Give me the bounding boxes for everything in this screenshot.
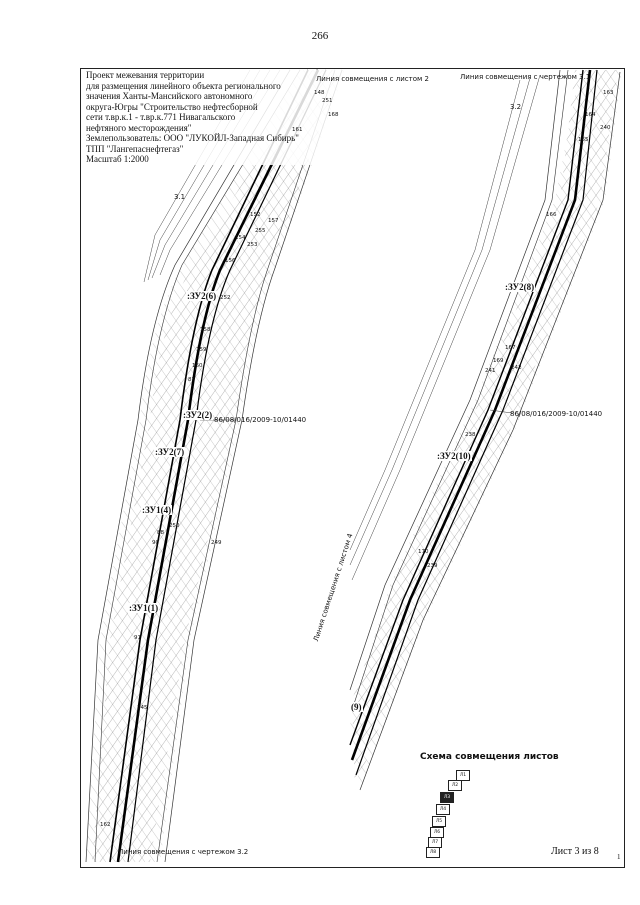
cadastral-number-left: 86/08/016/2009-10/01440: [214, 416, 307, 424]
point-number: 159: [196, 347, 207, 353]
scheme-sheet-current: Л3: [440, 792, 454, 803]
point-number: 90: [152, 540, 159, 546]
production-unit: ТПП "Лангепаснефтегаз": [86, 143, 184, 154]
corner-mark: 1: [617, 853, 621, 861]
title-line-6: нефтяного месторождения": [86, 122, 192, 133]
title-line-2: для размещения линейного объекта региона…: [86, 80, 281, 91]
title-line-3: значения Ханты-Мансийского автономного: [86, 91, 253, 101]
point-number: 160: [192, 363, 203, 369]
point-number: 238: [465, 432, 476, 438]
point-number: 152: [250, 212, 261, 218]
cadastral-number-right: 86/08/016/2009-10/01440: [510, 410, 603, 418]
drawing-id-right: 3.2: [510, 103, 522, 111]
parcel-label: :ЗУ2(2): [182, 410, 214, 420]
drawing-sheet-frame: [80, 68, 625, 868]
point-number: 87: [188, 377, 195, 383]
point-number: 240: [600, 125, 611, 131]
point-number: 251: [322, 98, 333, 104]
point-number: 91: [134, 635, 141, 641]
point-number: 165: [578, 137, 589, 143]
point-number: 253: [247, 242, 258, 248]
scheme-title: Схема совмещения листов: [420, 752, 559, 762]
scheme-sheet: Л4: [436, 804, 450, 815]
point-number: 242: [511, 365, 522, 371]
scheme-sheet: Л2: [448, 780, 462, 791]
point-number: 157: [268, 218, 279, 224]
point-number: 252: [220, 295, 231, 301]
parcel-label: :ЗУ2(10): [436, 451, 472, 461]
parcel-label: :ЗУ2(7): [154, 447, 186, 457]
match-line-top-left: Линия совмещения с листом 2: [316, 75, 429, 83]
right-corridor: [349, 69, 622, 791]
point-number: 163: [603, 90, 614, 96]
title-block: Проект межевания территории для размещен…: [86, 70, 346, 165]
sheet-label: Лист 3 из 8: [551, 846, 599, 857]
parcel-label: :ЗУ1(1): [128, 603, 160, 613]
title-line-4: округа-Югры "Строительство нефтесборной: [86, 101, 258, 112]
title-line-5: сети т.вр.к.1 - т.вр.к.771 Нивагальского: [86, 112, 236, 122]
scheme-sheet: Л5: [432, 816, 446, 827]
point-number: 239: [427, 563, 438, 569]
point-number: 241: [485, 368, 496, 374]
parcel-label: :ЗУ2(8): [504, 282, 536, 292]
match-line-bottom-left: Линия совмещения с чертежом 3.2: [118, 848, 249, 856]
page-number: 266: [311, 30, 329, 42]
point-number: 154: [235, 235, 246, 241]
point-number: 164: [585, 112, 596, 118]
title-line-1: Проект межевания территории: [86, 70, 205, 80]
point-number: 148: [314, 90, 325, 96]
left-corridor: [85, 69, 345, 863]
point-number: 168: [328, 112, 339, 118]
point-number: 88: [157, 530, 164, 536]
land-user: Землепользователь: ООО "ЛУКОЙЛ-Западная …: [86, 133, 299, 143]
point-number: 250: [169, 523, 180, 529]
point-number: 249: [211, 540, 222, 546]
point-number: 255: [255, 228, 266, 234]
point-number: 245: [137, 705, 148, 711]
match-line-top-right: Линия совмещения с чертежом 3.1: [460, 73, 591, 81]
parcel-label: (9): [350, 702, 363, 712]
point-number: 167: [505, 345, 516, 351]
point-number: 161: [292, 127, 303, 133]
point-number: 162: [100, 822, 111, 828]
point-number: 156: [225, 258, 236, 264]
drawing-id-left: 3.1: [174, 193, 186, 201]
scale: Масштаб 1:2000: [86, 154, 149, 164]
point-number: 170: [418, 549, 429, 555]
point-number: 166: [546, 212, 557, 218]
scheme-sheet: Л8: [426, 847, 440, 858]
point-number: 158: [200, 327, 211, 333]
scheme-sheet: Л1: [456, 770, 470, 781]
point-number: 169: [493, 358, 504, 364]
parcel-label: :ЗУ1(4): [141, 505, 173, 515]
parcel-label: :ЗУ2(6): [186, 291, 218, 301]
